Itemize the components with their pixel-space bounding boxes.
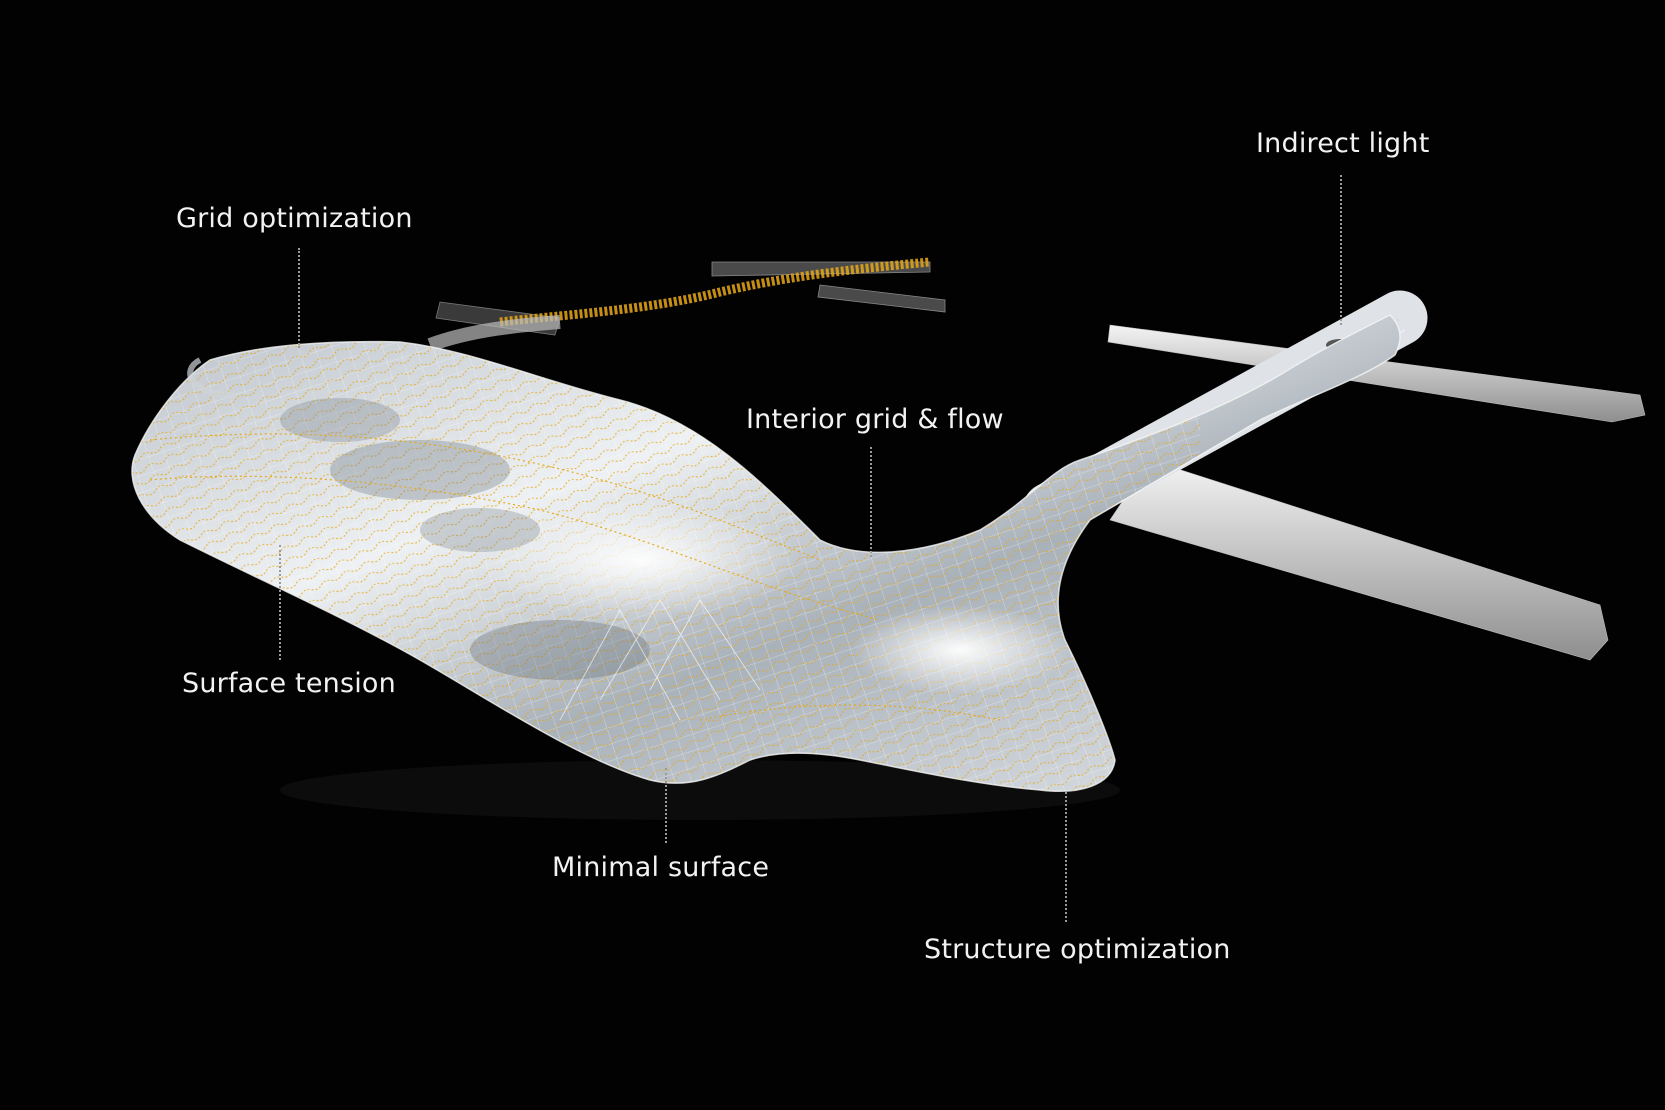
- leader-grid-optimization: [298, 248, 300, 348]
- leader-indirect-light: [1340, 175, 1342, 325]
- leader-surface-tension: [279, 545, 281, 660]
- label-interior-grid-flow: Interior grid & flow: [746, 404, 1004, 435]
- label-indirect-light: Indirect light: [1256, 128, 1430, 159]
- leader-structure-optimization: [1065, 792, 1067, 922]
- label-grid-optimization: Grid optimization: [176, 203, 413, 234]
- top-cross-structure: [427, 257, 946, 352]
- label-surface-tension: Surface tension: [182, 668, 396, 699]
- leader-minimal-surface: [665, 768, 667, 843]
- leader-interior-grid-flow: [870, 447, 872, 557]
- shell-surface: [131, 314, 1401, 792]
- label-structure-optimization: Structure optimization: [924, 934, 1231, 965]
- label-minimal-surface: Minimal surface: [552, 852, 770, 883]
